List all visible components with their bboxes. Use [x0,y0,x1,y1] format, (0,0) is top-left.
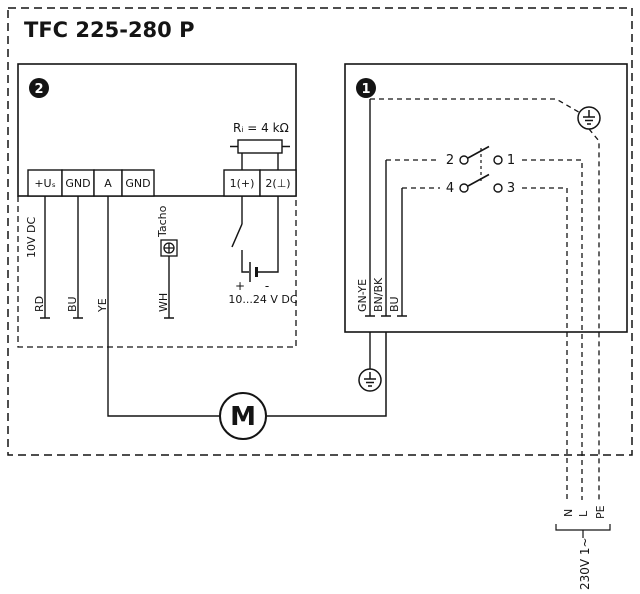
controller-box: 2 +Uₛ GND A GND 1(+) 2(⊥) Rᵢ = 4 kΩ 10V … [17,63,298,417]
supply-bracket [555,524,611,538]
switch-blade-bottom [467,173,490,187]
badge-1-icon [356,78,376,98]
isolator-switch: 2 1 4 3 [446,145,515,196]
contact-3-label: 3 [507,181,515,196]
line-n [522,187,568,500]
terminal-block [27,169,297,197]
battery-plus-label: + [235,279,245,293]
motor-symbol: M [219,332,387,440]
contact-2-terminal [459,155,469,165]
terminal-gnd2-label: GND [125,177,150,190]
wire-label-bu: BU [66,296,79,312]
mains-box-outline [344,63,628,333]
ground-icon-motor [358,368,382,392]
setpoint-circuit [231,196,279,282]
pe-link-wire [370,98,580,114]
control-wires [40,196,220,417]
motor-cable-wires [365,99,407,317]
terminal-gnd-1 [61,169,95,197]
tacho-label: Tacho [156,205,169,238]
wire-label-ye: YE [96,298,109,313]
wire-bnbk [381,160,391,317]
badge-1-label: 1 [361,82,370,97]
wire-rd [40,196,50,319]
terminal-a [93,169,123,197]
controller-extension-boundary [17,196,297,348]
switch-icon [231,223,243,248]
contact-4-label: 4 [446,181,454,196]
battery-minus-label: - [265,279,269,293]
controller-box-outline [17,63,297,197]
label-l: L [577,510,590,517]
voltage-label: 230V 1~ [578,537,592,590]
battery-icon [249,262,258,282]
wire-bu [73,196,83,319]
wire-bu2 [397,188,407,317]
supply-voltage-label: 10V DC [25,217,38,258]
label-n: N [562,509,575,517]
mains-box: 1 GN-YE BN/BK BU 2 1 4 3 [344,63,628,500]
terminal-gnd-2 [121,169,155,197]
motor-label: M [230,402,256,432]
wire-ye [107,196,220,417]
mains-supply: N L PE 230V 1~ [555,505,611,590]
badge-2-icon [29,78,49,98]
wire-label-bu2: BU [388,296,401,312]
terminal-gnd1-label: GND [65,177,90,190]
contact-3-terminal [493,183,503,193]
label-pe: PE [594,505,607,519]
terminal-1-label: 1(+) [230,177,255,190]
wire-label-wh: WH [157,293,170,312]
terminal-us-label: +Uₛ [34,177,55,190]
terminal-us [27,169,63,197]
switch-blade-top [467,145,490,159]
ground-icon-pe [577,106,601,130]
resistor-label: Rᵢ = 4 kΩ [233,121,289,135]
wire-label-gnye: GN-YE [356,279,369,312]
contact-1-terminal [493,155,503,165]
contact-2-label: 2 [446,153,454,168]
contact-4-terminal [459,183,469,193]
wire-label-bnbk: BN/BK [372,277,385,312]
resistor-icon [230,139,290,170]
wire-wh [164,256,174,319]
wire-label-rd: RD [33,296,46,312]
tacho-sensor-icon [160,239,178,257]
line-l [522,159,583,500]
installer-wiring [370,98,600,500]
terminal-a-label: A [104,177,112,190]
motor-supply-wire [266,332,387,417]
terminal-2-label: 2(⊥) [265,177,290,190]
battery-voltage-label: 10...24 V DC [228,293,297,306]
line-pe [588,128,600,500]
contact-1-label: 1 [507,153,515,168]
badge-2-label: 2 [34,82,43,97]
diagram-boundary [7,7,633,456]
page-title: TFC 225-280 P [24,18,194,42]
wire-gnye [365,99,375,317]
